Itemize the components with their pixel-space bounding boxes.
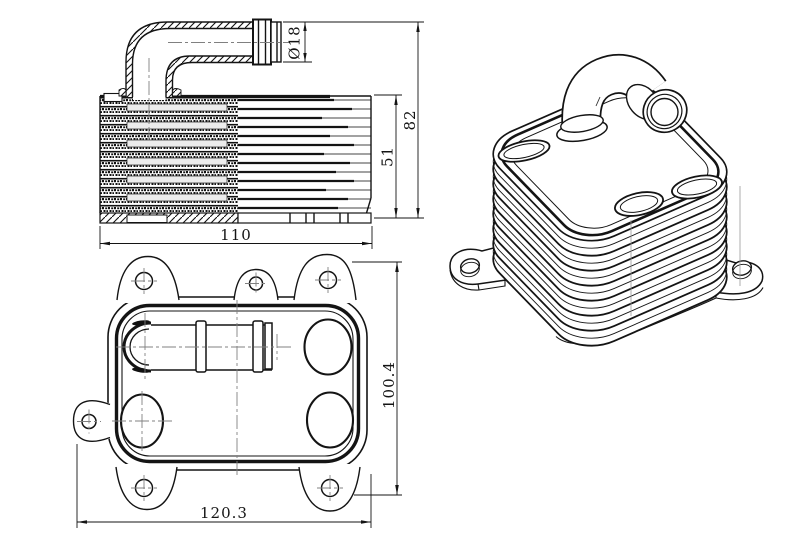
iso-port-front xyxy=(614,191,664,217)
iso-pipe-parting-line xyxy=(595,96,601,107)
bolt-holes xyxy=(77,267,343,501)
dimension-plan-height: 100.4 xyxy=(352,261,402,496)
pipe-base-flare-right xyxy=(172,88,182,97)
pipe-base-flare-left xyxy=(118,88,127,97)
dimension-label-plan-width: 120.3 xyxy=(200,504,248,522)
gasket-ring-outer xyxy=(114,303,361,464)
iso-port-left xyxy=(497,139,551,163)
iso-port-front-inner xyxy=(619,195,659,213)
pipe-outer-line2 xyxy=(171,61,253,97)
hose-bead xyxy=(252,18,272,66)
pipe-collar-1 xyxy=(195,320,207,373)
pipe-collar-2 xyxy=(252,320,264,373)
dimension-label-pipe-diameter: Ø18 xyxy=(286,25,304,59)
dimension-core-height: 51 xyxy=(374,94,402,218)
gasket-ring-inner xyxy=(121,310,354,457)
pipe-u-cap-inner xyxy=(129,328,150,366)
pipe-end-cap xyxy=(264,322,273,370)
cap-weld-bottom xyxy=(132,367,150,373)
pipe-inner-line xyxy=(131,27,253,97)
dimension-pipe-diameter: Ø18 xyxy=(283,22,312,63)
top-plate-notch xyxy=(103,92,123,103)
core-right-taper xyxy=(365,197,372,214)
base-plate xyxy=(99,212,372,224)
pipe-inner-line2 xyxy=(165,55,253,97)
iso-elbow-pipe xyxy=(556,53,688,143)
iso-ports xyxy=(497,139,723,217)
dimension-overall-length: 110 xyxy=(99,226,373,249)
pipe-end xyxy=(270,21,282,63)
plan-ports xyxy=(112,318,355,453)
cap-weld-top xyxy=(132,320,150,326)
pipe-outer-line xyxy=(125,21,253,97)
dimension-label-overall-height: 82 xyxy=(401,109,419,130)
dimension-label-overall-length: 110 xyxy=(220,226,252,244)
dimension-overall-height: 82 xyxy=(283,21,424,219)
dimension-label-plan-height: 100.4 xyxy=(380,361,398,409)
iso-pipe-body xyxy=(563,55,666,134)
iso-port-left-inner xyxy=(503,142,545,160)
side-section-view: Ø18 82 51 110 xyxy=(99,18,424,249)
iso-pipe-collar xyxy=(560,114,604,133)
plate-stack xyxy=(478,75,742,356)
port-top-right xyxy=(303,318,353,376)
dimension-label-core-height: 51 xyxy=(379,146,397,167)
elbow-pipe-section xyxy=(118,18,290,140)
isometric-view xyxy=(450,74,763,356)
turbulator-bars xyxy=(126,103,228,202)
iso-pipe-mouth-bore xyxy=(650,97,679,127)
internal-pipe xyxy=(116,313,292,380)
fin-lines xyxy=(238,98,371,210)
dimension-plan-width: 120.3 xyxy=(76,444,372,528)
iso-port-right-inner xyxy=(676,178,718,196)
plan-view: 120.3 100.4 xyxy=(72,253,402,528)
iso-port-right xyxy=(671,174,723,200)
mounting-tabs xyxy=(72,253,361,512)
flange-hole-left-bore xyxy=(460,261,480,278)
cooler-core-section xyxy=(99,92,372,214)
port-bottom-right xyxy=(305,391,355,449)
